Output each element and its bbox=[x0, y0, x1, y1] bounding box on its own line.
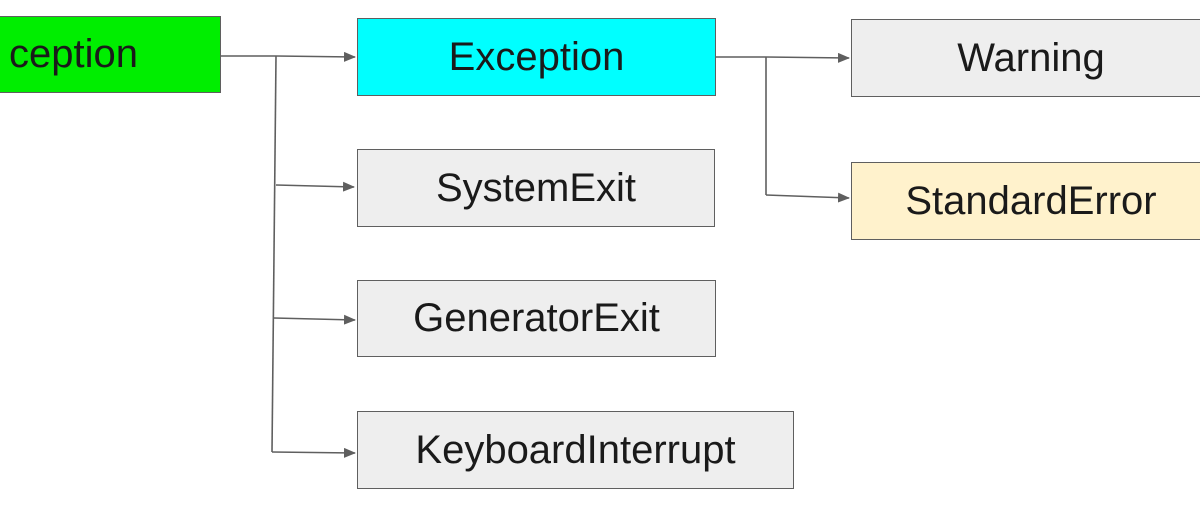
edge-to-exception bbox=[275, 51, 356, 62]
base-exception-node[interactable]: ception bbox=[0, 16, 221, 93]
exception-node[interactable]: Exception bbox=[357, 18, 716, 96]
edge-to-generator-exit bbox=[273, 314, 356, 325]
system-exit-node[interactable]: SystemExit bbox=[357, 149, 715, 227]
standard-error-label: StandardError bbox=[905, 178, 1157, 223]
edge-to-system-exit bbox=[275, 181, 355, 192]
exception-label: Exception bbox=[448, 34, 625, 79]
warning-node[interactable]: Warning bbox=[851, 19, 1200, 97]
standard-error-node[interactable]: StandardError bbox=[851, 162, 1200, 240]
edge-to-standard-error bbox=[765, 192, 850, 203]
generator-exit-node[interactable]: GeneratorExit bbox=[357, 280, 716, 357]
warning-label: Warning bbox=[957, 35, 1105, 80]
edge-to-keyboard-interrupt bbox=[271, 447, 356, 458]
edge-to-warning bbox=[765, 52, 850, 63]
generator-exit-label: GeneratorExit bbox=[413, 296, 660, 340]
keyboard-interrupt-node[interactable]: KeyboardInterrupt bbox=[357, 411, 794, 489]
system-exit-label: SystemExit bbox=[435, 165, 637, 210]
base-exception-label: ception bbox=[9, 32, 138, 76]
trunk-vertical-left bbox=[271, 55, 277, 453]
keyboard-interrupt-label: KeyboardInterrupt bbox=[415, 427, 736, 472]
